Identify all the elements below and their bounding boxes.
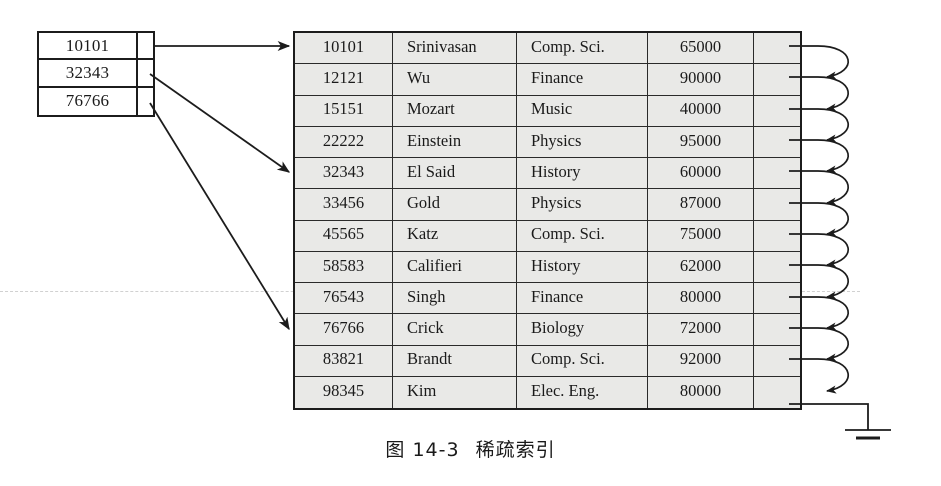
- cell-name: Einstein: [393, 126, 517, 157]
- index-entry[interactable]: 76766: [39, 87, 153, 115]
- cell-name: Brandt: [393, 345, 517, 376]
- cell-pointer[interactable]: [754, 346, 800, 376]
- cell-pointer[interactable]: [754, 221, 800, 251]
- cell-dept: Comp. Sci.: [517, 33, 648, 64]
- cell-name: Califieri: [393, 251, 517, 282]
- index-key: 32343: [39, 60, 138, 86]
- cell-dept: History: [517, 158, 648, 189]
- table-row[interactable]: 22222 Einstein Physics 95000: [295, 126, 800, 158]
- cell-name: Kim: [393, 376, 517, 408]
- cell-id: 83821: [295, 345, 393, 376]
- cell-dept: Elec. Eng.: [517, 376, 648, 408]
- table-row[interactable]: 15151 Mozart Music 40000: [295, 95, 800, 127]
- cell-name: El Said: [393, 158, 517, 189]
- table-row[interactable]: 83821 Brandt Comp. Sci. 92000: [295, 345, 800, 377]
- index-entry[interactable]: 32343: [39, 60, 153, 88]
- cell-salary: 90000: [648, 64, 754, 95]
- cell-id: 98345: [295, 376, 393, 408]
- table-row[interactable]: 32343 El Said History 60000: [295, 158, 800, 190]
- cell-dept: Biology: [517, 314, 648, 345]
- cell-id: 33456: [295, 189, 393, 220]
- cell-salary: 95000: [648, 126, 754, 157]
- index-entry[interactable]: 10101: [39, 33, 153, 61]
- figure-number: 图 14-3: [385, 439, 460, 461]
- cell-salary: 80000: [648, 283, 754, 314]
- cell-salary: 65000: [648, 33, 754, 64]
- cell-pointer[interactable]: [754, 33, 800, 63]
- cell-dept: Finance: [517, 64, 648, 95]
- cell-salary: 62000: [648, 251, 754, 282]
- cell-id: 10101: [295, 33, 393, 64]
- cell-name: Mozart: [393, 95, 517, 126]
- cell-id: 45565: [295, 220, 393, 251]
- cell-pointer[interactable]: [754, 158, 800, 188]
- cell-pointer[interactable]: [754, 283, 800, 313]
- cell-pointer[interactable]: [754, 64, 800, 94]
- cell-name: Singh: [393, 283, 517, 314]
- index-key: 76766: [39, 87, 138, 115]
- index-pointer-cell[interactable]: [138, 60, 153, 85]
- index-arrow-to-row-5: [149, 73, 291, 173]
- cell-salary: 75000: [648, 220, 754, 251]
- cell-salary: 60000: [648, 158, 754, 189]
- index-pointer-cell[interactable]: [138, 33, 153, 58]
- cell-id: 58583: [295, 251, 393, 282]
- index-arrow-to-row-10: [149, 102, 290, 331]
- cell-dept: Finance: [517, 283, 648, 314]
- cell-pointer[interactable]: [754, 377, 800, 408]
- cell-pointer[interactable]: [754, 252, 800, 282]
- record-file-table: 10101 Srinivasan Comp. Sci. 65000 12121 …: [293, 31, 802, 410]
- cell-name: Crick: [393, 314, 517, 345]
- table-row[interactable]: 33456 Gold Physics 87000: [295, 189, 800, 221]
- cell-id: 22222: [295, 126, 393, 157]
- cell-salary: 72000: [648, 314, 754, 345]
- cell-dept: Comp. Sci.: [517, 220, 648, 251]
- cell-pointer[interactable]: [754, 127, 800, 157]
- cell-name: Wu: [393, 64, 517, 95]
- table-row[interactable]: 10101 Srinivasan Comp. Sci. 65000: [295, 33, 800, 65]
- cell-salary: 40000: [648, 95, 754, 126]
- table-row[interactable]: 98345 Kim Elec. Eng. 80000: [295, 376, 800, 408]
- index-pointer-cell[interactable]: [138, 88, 153, 115]
- null-pointer-ground-icon: [789, 403, 891, 440]
- cell-id: 32343: [295, 158, 393, 189]
- cell-pointer[interactable]: [754, 314, 800, 344]
- cell-salary: 80000: [648, 376, 754, 408]
- table-row[interactable]: 76543 Singh Finance 80000: [295, 283, 800, 315]
- cell-id: 76766: [295, 314, 393, 345]
- cell-id: 15151: [295, 95, 393, 126]
- cell-salary: 87000: [648, 189, 754, 220]
- figure-caption: 图 14-3 稀疏索引: [0, 435, 941, 462]
- cell-dept: Comp. Sci.: [517, 345, 648, 376]
- table-row[interactable]: 58583 Califieri History 62000: [295, 251, 800, 283]
- index-key: 10101: [39, 33, 138, 59]
- cell-name: Srinivasan: [393, 33, 517, 64]
- table-row[interactable]: 12121 Wu Finance 90000: [295, 64, 800, 96]
- cell-dept: Physics: [517, 189, 648, 220]
- cell-salary: 92000: [648, 345, 754, 376]
- table-row[interactable]: 45565 Katz Comp. Sci. 75000: [295, 220, 800, 252]
- cell-name: Gold: [393, 189, 517, 220]
- table-row[interactable]: 76766 Crick Biology 72000: [295, 314, 800, 346]
- figure-title: 稀疏索引: [475, 439, 556, 461]
- cell-dept: History: [517, 251, 648, 282]
- cell-dept: Physics: [517, 126, 648, 157]
- cell-dept: Music: [517, 95, 648, 126]
- sparse-index-block: 10101 32343 76766: [37, 31, 155, 117]
- cell-id: 76543: [295, 283, 393, 314]
- cell-id: 12121: [295, 64, 393, 95]
- cell-name: Katz: [393, 220, 517, 251]
- cell-pointer[interactable]: [754, 189, 800, 219]
- cell-pointer[interactable]: [754, 96, 800, 126]
